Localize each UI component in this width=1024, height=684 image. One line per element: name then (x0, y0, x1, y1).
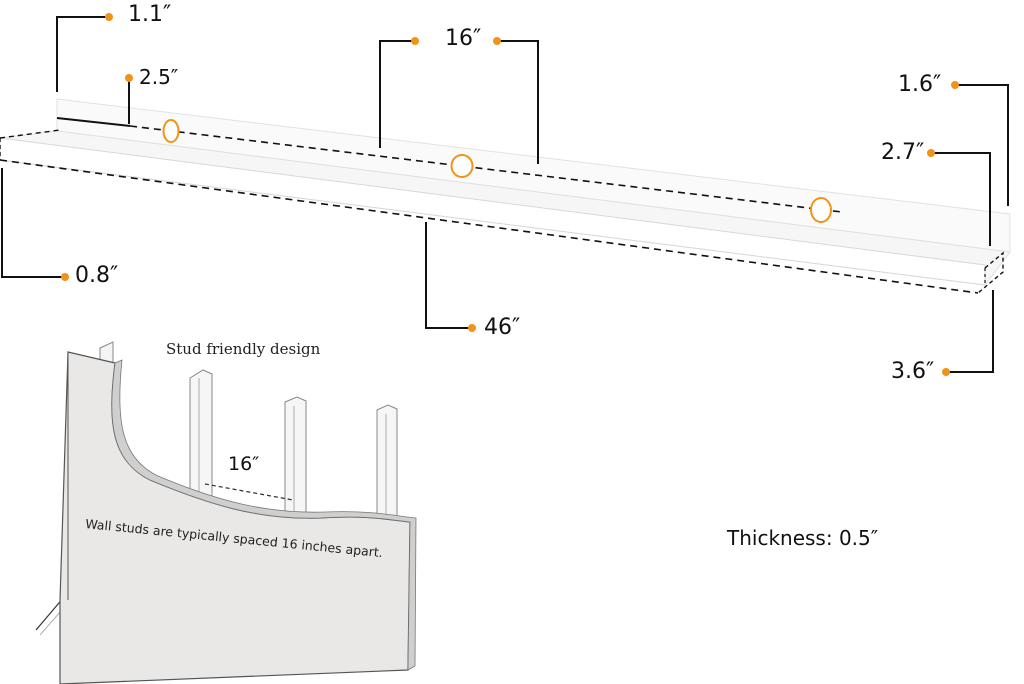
label-length: 46″ (484, 315, 521, 340)
dimension-markers (61, 13, 959, 376)
marker-hole-spacing-left (411, 37, 419, 45)
leader-depth-inner (931, 152, 991, 246)
shelf-front-lip (0, 137, 986, 286)
wall-illustration-title: Stud friendly design (166, 340, 321, 358)
leader-front-lip (1, 168, 65, 278)
leader-length (425, 222, 472, 329)
mounting-hole-2 (450, 154, 474, 178)
marker-depth-inner (927, 149, 935, 157)
stud-4 (376, 404, 398, 527)
label-lip-height: 1.6″ (898, 72, 942, 97)
leader-back-height (56, 16, 109, 92)
mounting-hole-1 (162, 119, 180, 143)
marker-length (468, 324, 476, 332)
label-hole-from-end: 2.5″ (139, 65, 179, 89)
label-depth-inner: 2.7″ (881, 140, 925, 165)
marker-hole-from-end (125, 74, 133, 82)
marker-depth-total (942, 368, 950, 376)
shelf-right-end-edge (977, 251, 1004, 294)
floating-shelf (0, 98, 1011, 294)
label-depth-total: 3.6″ (891, 359, 935, 384)
leader-depth-total (946, 290, 994, 373)
label-hole-spacing: 16″ (445, 26, 482, 51)
label-front-lip: 0.8″ (75, 263, 119, 288)
stud-2 (189, 369, 213, 505)
marker-hole-spacing-right (493, 37, 501, 45)
shelf-front-bottom-edge (0, 159, 979, 294)
marker-front-lip (61, 273, 69, 281)
leader-hole-spacing-right (497, 40, 539, 164)
thickness-label: Thickness: 0.5″ (727, 526, 879, 550)
drywall-edge (111, 359, 417, 671)
stud-spacing-label: 16″ (228, 453, 260, 475)
marker-back-height (105, 13, 113, 21)
shelf-back-top-edge (56, 117, 131, 127)
wall-illustration (35, 341, 417, 684)
label-back-height: 1.1″ (128, 2, 172, 27)
marker-lip-height (951, 81, 959, 89)
leader-hole-spacing (379, 40, 415, 148)
leader-lip-height (955, 84, 1009, 206)
shelf-front-top-edge (0, 129, 61, 139)
wall-studs (99, 341, 398, 527)
stud-3 (284, 396, 307, 525)
mounting-hole-3 (810, 197, 832, 223)
stud-spacing-guide (204, 483, 294, 501)
dimension-leaders (1, 16, 1009, 373)
